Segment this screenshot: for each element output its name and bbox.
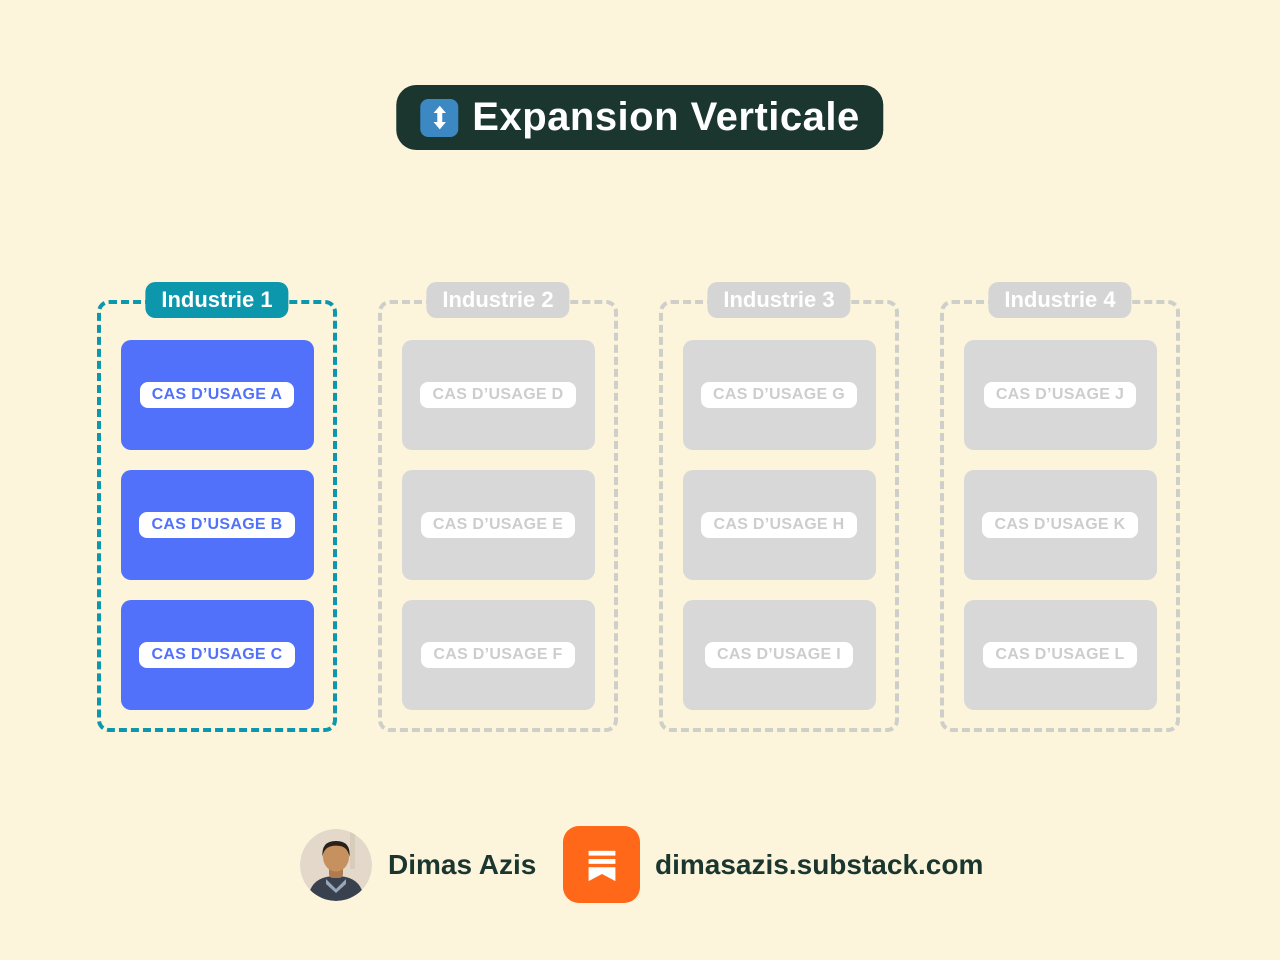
page-title: Expansion Verticale xyxy=(472,95,860,139)
industry-column-2: Industrie 2 CAS D’USAGE D CAS D’USAGE E … xyxy=(378,282,618,732)
use-case-card: CAS D’USAGE J xyxy=(963,340,1157,450)
footer-site: dimasazis.substack.com xyxy=(563,826,983,903)
use-case-card: CAS D’USAGE C xyxy=(120,600,314,710)
footer-author: Dimas Azis xyxy=(300,826,536,903)
use-case-label: CAS D’USAGE H xyxy=(701,512,857,538)
industry-column-3: Industrie 3 CAS D’USAGE G CAS D’USAGE H … xyxy=(659,282,899,732)
use-case-card: CAS D’USAGE F xyxy=(401,600,595,710)
use-case-card: CAS D’USAGE A xyxy=(120,340,314,450)
use-case-card: CAS D’USAGE L xyxy=(963,600,1157,710)
title-banner: Expansion Verticale xyxy=(396,85,884,150)
use-case-label: CAS D’USAGE G xyxy=(701,382,857,408)
use-case-label: CAS D’USAGE C xyxy=(139,642,295,668)
use-case-label: CAS D’USAGE A xyxy=(139,382,295,408)
use-case-label: CAS D’USAGE I xyxy=(705,642,853,668)
use-case-label: CAS D’USAGE F xyxy=(421,642,575,668)
industry-badge: Industrie 3 xyxy=(707,282,851,318)
use-case-label: CAS D’USAGE B xyxy=(139,512,295,538)
substack-bookmark-icon xyxy=(563,826,640,903)
use-case-card: CAS D’USAGE H xyxy=(682,470,876,580)
industry-badge: Industrie 4 xyxy=(988,282,1132,318)
industry-badge: Industrie 2 xyxy=(426,282,570,318)
use-case-card: CAS D’USAGE G xyxy=(682,340,876,450)
use-case-card: CAS D’USAGE D xyxy=(401,340,595,450)
use-case-label: CAS D’USAGE K xyxy=(982,512,1138,538)
use-case-card: CAS D’USAGE E xyxy=(401,470,595,580)
use-case-card: CAS D’USAGE K xyxy=(963,470,1157,580)
use-case-card: CAS D’USAGE I xyxy=(682,600,876,710)
use-case-card: CAS D’USAGE B xyxy=(120,470,314,580)
industry-badge: Industrie 1 xyxy=(145,282,289,318)
avatar xyxy=(300,828,372,901)
use-case-label: CAS D’USAGE D xyxy=(420,382,576,408)
use-case-label: CAS D’USAGE J xyxy=(983,382,1137,408)
substack-url: dimasazis.substack.com xyxy=(655,848,984,880)
industry-column-1: Industrie 1 CAS D’USAGE A CAS D’USAGE B … xyxy=(97,282,337,732)
industry-column-4: Industrie 4 CAS D’USAGE J CAS D’USAGE K … xyxy=(940,282,1180,732)
use-case-label: CAS D’USAGE E xyxy=(420,512,576,538)
use-case-label: CAS D’USAGE L xyxy=(983,642,1137,668)
up-down-arrow-icon xyxy=(420,98,459,137)
author-name: Dimas Azis xyxy=(388,848,537,880)
